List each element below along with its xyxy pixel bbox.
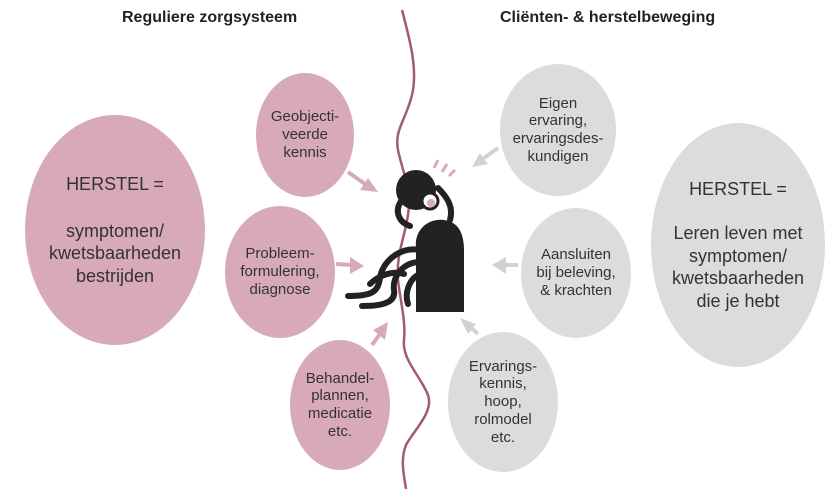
right-main-text: Leren leven met symptomen/ kwetsbaarhede… (671, 223, 805, 311)
arrow-left-bottom (370, 322, 388, 347)
bubble-geobjectiveerde-kennis: Geobjecti- veerde kennis (256, 73, 354, 197)
bubble-aansluiten: Aansluiten bij beleving, & krachten (521, 208, 631, 338)
bubble-text: Eigen ervaring, ervaringsdes- kundigen (512, 94, 604, 165)
left-main-text: symptomen/ kwetsbaarheden bestrijden (48, 220, 182, 286)
bubble-text: Probleem- formulering, diagnose (240, 245, 320, 298)
arrow-right-bottom (460, 318, 480, 336)
bubble-text: Aansluiten bij beleving, & krachten (536, 246, 616, 299)
arrow-left-top (346, 170, 378, 192)
right-main-bubble: HERSTEL = Leren leven met symptomen/ kwe… (651, 123, 825, 367)
arrow-right-middle (492, 257, 518, 274)
right-heading: Cliënten- & herstelbeweging (500, 9, 716, 26)
arrow-right-top (472, 146, 500, 167)
bubble-text: Geobjecti- veerde kennis (270, 108, 340, 161)
bubble-text: Ervarings- kennis, hoop, rolmodel etc. (468, 357, 538, 446)
bubble-eigen-ervaring: Eigen ervaring, ervaringsdes- kundigen (500, 64, 616, 196)
arrow-left-middle (335, 257, 364, 274)
left-main-title: HERSTEL = (66, 174, 164, 194)
left-heading: Reguliere zorgsysteem (122, 9, 298, 26)
bubble-behandelplannen: Behandel- plannen, medicatie etc. (290, 340, 390, 470)
bubble-text: Behandel- plannen, medicatie etc. (305, 369, 375, 440)
sitting-person-figure (345, 159, 464, 312)
left-main-bubble: HERSTEL = symptomen/ kwetsbaarheden best… (25, 115, 205, 345)
bubble-ervaringskennis: Ervarings- kennis, hoop, rolmodel etc. (448, 332, 558, 472)
right-main-title: HERSTEL = (689, 178, 787, 199)
bubble-probleemformulering: Probleem- formulering, diagnose (225, 206, 335, 338)
